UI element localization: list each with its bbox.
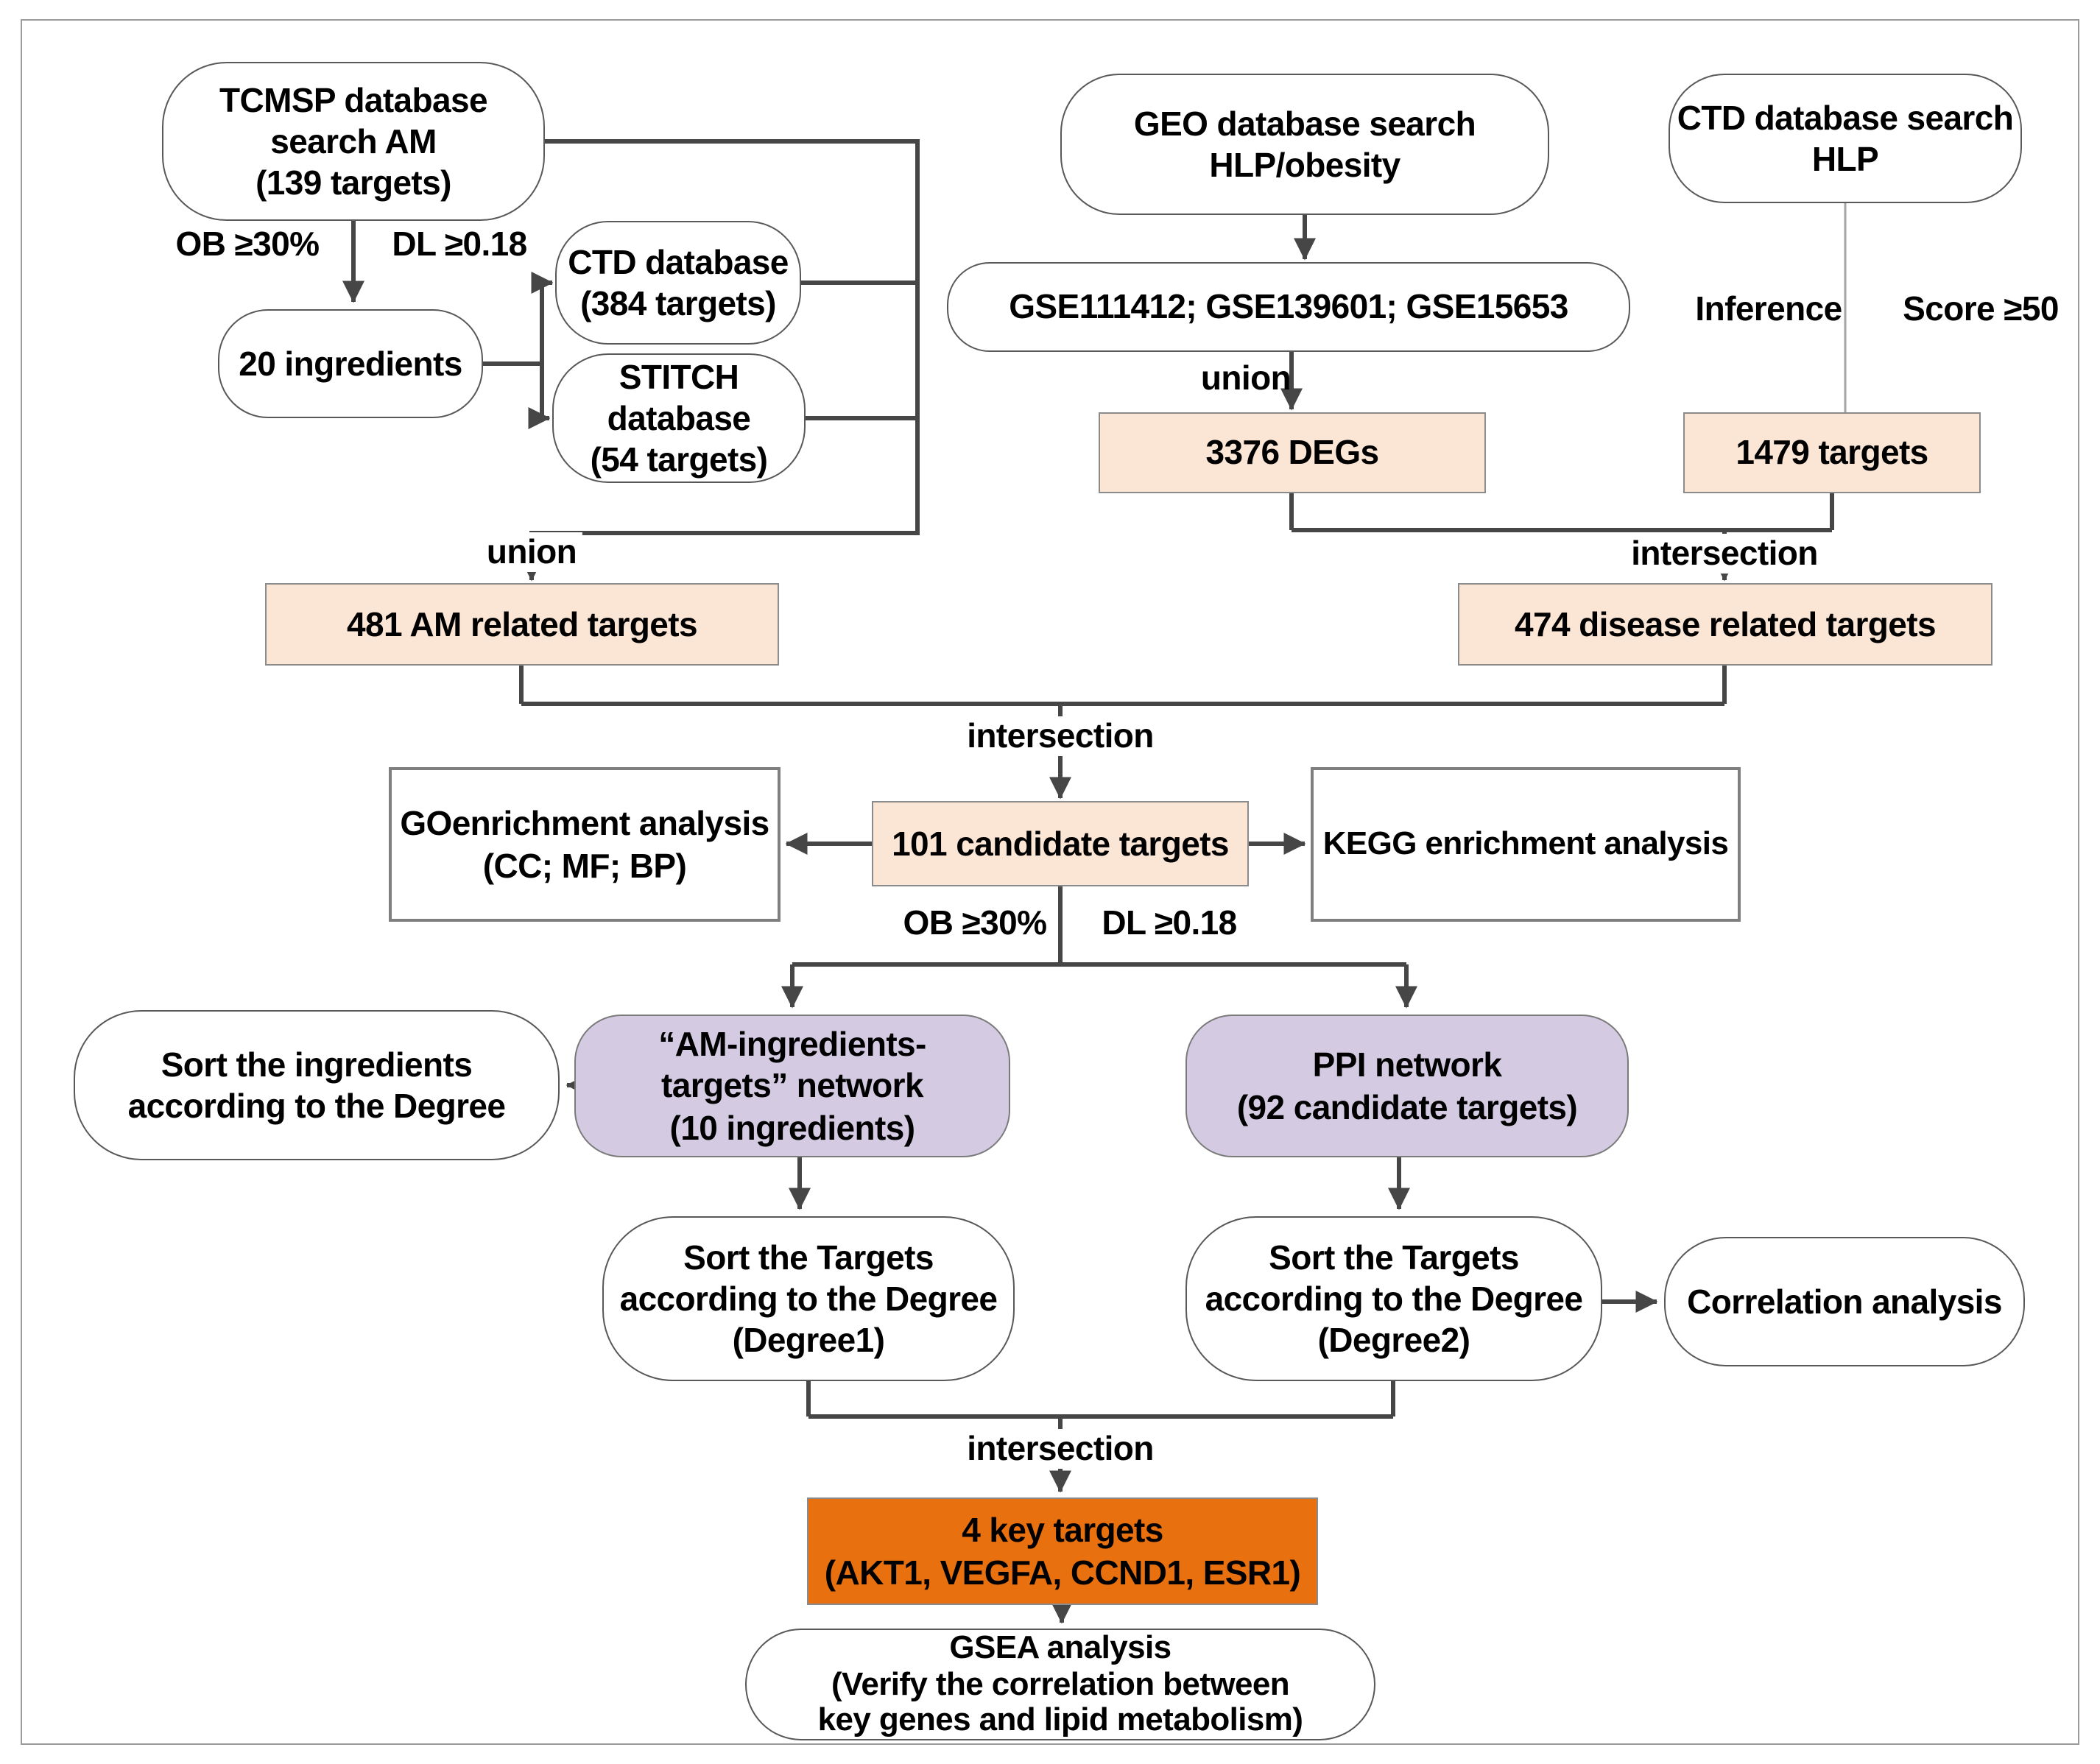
node-20-ingredients: 20 ingredients — [218, 309, 483, 418]
node-correlation-analysis: Correlation analysis — [1664, 1237, 2025, 1366]
edge-label-dl-filter: DL ≥0.18 — [392, 225, 527, 263]
edge-label-inference: Inference — [1695, 289, 1842, 328]
edge-label-intersection-candidates: intersection — [961, 716, 1160, 756]
node-geo-search: GEO database search HLP/obesity — [1060, 74, 1549, 215]
node-1479-targets: 1479 targets — [1683, 412, 1981, 493]
edge-label-union-am: union — [480, 532, 583, 572]
node-101-candidate-targets: 101 candidate targets — [872, 801, 1249, 886]
node-stitch-database: STITCH database (54 targets) — [552, 353, 806, 483]
node-4-key-targets: 4 key targets (AKT1, VEGFA, CCND1, ESR1) — [807, 1497, 1318, 1605]
node-kegg-enrichment: KEGG enrichment analysis — [1311, 767, 1741, 922]
node-481-am-related-targets: 481 AM related targets — [265, 583, 779, 666]
edge-label-score: Score ≥50 — [1903, 289, 2059, 328]
edge-label-dl-filter-2: DL ≥0.18 — [1102, 903, 1237, 942]
edge-label-union-geo: union — [1200, 359, 1292, 397]
outer-border — [21, 19, 2079, 1745]
node-ppi-network: PPI network (92 candidate targets) — [1185, 1015, 1629, 1157]
node-sort-targets-degree1: Sort the Targets according to the Degree… — [602, 1216, 1015, 1381]
node-sort-targets-degree2: Sort the Targets according to the Degree… — [1185, 1216, 1602, 1381]
node-tcmsp-search: TCMSP database search AM (139 targets) — [162, 62, 545, 221]
node-go-enrichment: GOenrichment analysis (CC; MF; BP) — [389, 767, 781, 922]
edge-label-ob-filter-2: OB ≥30% — [903, 903, 1048, 942]
node-ctd-database: CTD database (384 targets) — [555, 221, 801, 345]
node-3376-degs: 3376 DEGs — [1099, 412, 1486, 493]
node-sort-ingredients: Sort the ingredients according to the De… — [74, 1010, 560, 1160]
node-gsea-analysis: GSEA analysis (Verify the correlation be… — [745, 1629, 1375, 1740]
edge-label-intersection-disease: intersection — [1625, 534, 1824, 574]
edge-label-ob-filter: OB ≥30% — [175, 225, 320, 263]
node-am-ingredients-targets-network: “AM-ingredients- targets” network (10 in… — [574, 1015, 1010, 1157]
node-gse-datasets: GSE111412; GSE139601; GSE15653 — [947, 262, 1630, 352]
node-ctd-search-hlp: CTD database search HLP — [1669, 74, 2022, 203]
node-474-disease-related-targets: 474 disease related targets — [1458, 583, 1992, 666]
edge-label-intersection-key: intersection — [961, 1429, 1160, 1469]
